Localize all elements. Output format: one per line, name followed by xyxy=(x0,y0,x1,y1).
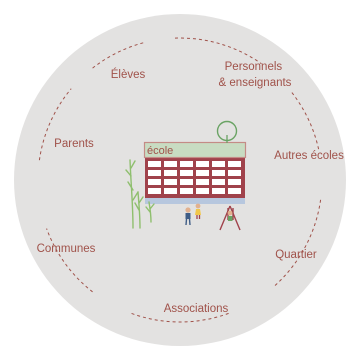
school-window xyxy=(180,161,193,167)
school-window xyxy=(164,179,177,185)
label-autres-ecoles: Autres écoles xyxy=(274,150,344,162)
school-window xyxy=(228,188,241,194)
school-window xyxy=(212,179,225,185)
children-icon xyxy=(185,203,201,226)
connector-arc xyxy=(38,88,72,161)
school-foundation xyxy=(145,197,245,204)
swing-icon xyxy=(219,205,241,231)
school-sign xyxy=(143,141,247,159)
connector-arc xyxy=(274,199,322,286)
label-personnels: Personnels & enseignants xyxy=(219,61,292,89)
school-windows xyxy=(148,161,241,194)
school-window xyxy=(180,179,193,185)
label-associations: Associations xyxy=(164,303,229,315)
label-parents: Parents xyxy=(54,138,94,150)
school-window xyxy=(196,161,209,167)
connector-arc xyxy=(46,228,93,293)
school-window xyxy=(228,179,241,185)
tree-icon xyxy=(216,120,238,143)
school-window xyxy=(196,170,209,176)
school-label: école xyxy=(147,145,173,157)
stakeholder-labels: Élèves Personnels & enseignants Autres é… xyxy=(37,61,344,315)
school-window xyxy=(180,188,193,194)
school-window xyxy=(212,188,225,194)
school-window xyxy=(148,188,161,194)
school-window xyxy=(228,170,241,176)
school-window xyxy=(196,179,209,185)
school-window xyxy=(164,170,177,176)
connector-arc xyxy=(131,312,229,323)
label-eleves: Élèves xyxy=(111,68,146,81)
connector-arc xyxy=(291,92,320,151)
school-window xyxy=(148,170,161,176)
school-window xyxy=(196,188,209,194)
school-window xyxy=(212,170,225,176)
label-quartier: Quartier xyxy=(275,249,317,261)
school-window xyxy=(228,161,241,167)
grass-icon xyxy=(125,159,155,229)
school-window xyxy=(180,170,193,176)
school-window xyxy=(148,161,161,167)
connector-arcs xyxy=(38,37,322,323)
school-building-icon: école xyxy=(125,120,247,231)
school-window xyxy=(212,161,225,167)
school-window xyxy=(164,161,177,167)
school-window xyxy=(148,179,161,185)
school-window xyxy=(164,188,177,194)
label-communes: Communes xyxy=(37,243,96,255)
